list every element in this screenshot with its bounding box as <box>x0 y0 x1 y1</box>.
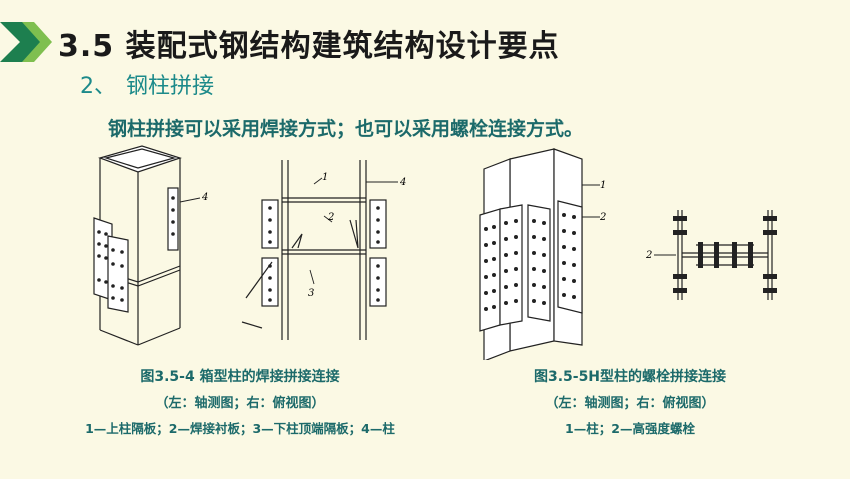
h-column-axonometric-diagram: 1 2 <box>479 148 606 360</box>
figure-1-views: （左：轴测图；右：俯视图） <box>155 396 325 411</box>
figure-2-views: （左：轴测图；右：俯视图） <box>545 396 715 411</box>
callout-h-1: 1 <box>600 180 606 191</box>
slide-title: 3.5 装配式钢结构建筑结构设计要点 <box>58 29 560 64</box>
figure-1-legend: 1—上柱隔板；2—焊接衬板；3—下柱顶端隔板；4—柱 <box>85 421 395 436</box>
callout-4-right: 4 <box>399 177 406 188</box>
body-statement: 钢柱拼接可以采用焊接方式；也可以采用螺栓连接方式。 <box>108 118 584 140</box>
h-column-top-view-diagram: 2 <box>645 210 777 300</box>
callout-h-2: 2 <box>599 212 606 223</box>
box-column-axonometric-diagram: 4 <box>93 145 208 346</box>
callout-4: 4 <box>201 192 208 203</box>
box-column-top-view-diagram: 1 4 2 3 <box>241 160 406 340</box>
callout-1: 1 <box>322 172 328 183</box>
chevron-arrow-icon <box>0 22 52 62</box>
figure-2-caption: 图3.5-5H型柱的螺栓拼接连接 <box>533 369 727 385</box>
callout-2: 2 <box>327 212 334 223</box>
section-number: 2、 <box>80 74 116 99</box>
figure-1-caption: 图3.5-4 箱型柱的焊接拼接连接 <box>140 369 340 385</box>
figure-2-legend: 1—柱；2—高强度螺栓 <box>565 421 695 436</box>
callout-h-top-2: 2 <box>645 250 652 261</box>
section-title: 钢柱拼接 <box>126 74 215 99</box>
callout-3: 3 <box>308 288 314 299</box>
section-heading: 2、钢柱拼接 <box>80 68 214 100</box>
